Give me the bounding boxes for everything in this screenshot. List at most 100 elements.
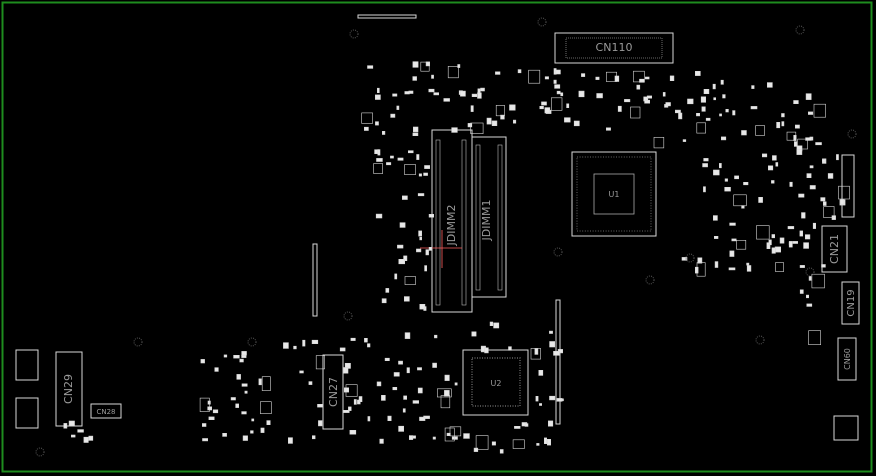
vertical-strip-left — [312, 243, 318, 317]
smd-part — [736, 240, 747, 250]
smd-part — [425, 249, 429, 256]
connector-cn21[interactable]: CN21 — [821, 225, 848, 273]
smd-part — [397, 244, 404, 249]
smd-part — [403, 255, 408, 261]
mounting-hole — [343, 311, 353, 321]
smd-part — [781, 121, 785, 127]
dimm-slot-jdimm1[interactable]: JDIMM1 — [471, 136, 507, 298]
smd-part — [381, 131, 386, 135]
pch-chip[interactable]: U2 — [462, 349, 529, 416]
smd-part — [432, 362, 437, 368]
smd-part — [798, 193, 805, 198]
smd-part — [444, 427, 455, 442]
connector-cn27[interactable]: CN27 — [322, 354, 344, 430]
smd-part — [261, 376, 271, 391]
smd-part — [729, 222, 736, 226]
smd-part — [343, 387, 349, 393]
smd-part — [703, 89, 710, 95]
connector-cn19[interactable]: CN19 — [841, 281, 860, 325]
smd-part — [544, 76, 549, 80]
smd-part — [475, 435, 489, 450]
smd-part — [311, 339, 319, 345]
smd-part — [674, 109, 681, 114]
mounting-hole — [537, 17, 547, 27]
smd-part — [534, 348, 539, 355]
smd-part — [696, 262, 706, 277]
smd-part — [373, 163, 384, 174]
smd-part — [578, 90, 585, 98]
smd-part — [669, 75, 675, 82]
smd-part — [236, 374, 241, 380]
smd-part — [543, 437, 547, 444]
smd-part — [384, 357, 390, 362]
smd-part — [377, 149, 381, 156]
smd-part — [447, 66, 459, 79]
smd-part — [725, 109, 729, 113]
connector-cn29[interactable]: CN29 — [55, 351, 83, 427]
smd-part — [805, 294, 809, 299]
mounting-hole — [247, 337, 257, 347]
smd-part — [799, 289, 804, 294]
smd-part — [734, 175, 739, 180]
smd-part — [794, 124, 800, 129]
smd-part — [376, 158, 383, 162]
smd-part — [444, 374, 450, 381]
smd-part — [809, 185, 816, 190]
smd-part — [712, 83, 716, 90]
smd-part — [258, 378, 262, 386]
smd-part — [446, 432, 451, 437]
smd-part — [449, 426, 462, 437]
smd-part — [797, 138, 808, 150]
smd-part — [381, 394, 386, 401]
smd-part — [443, 98, 450, 102]
connector-cn60[interactable]: CN60 — [837, 337, 857, 381]
smd-part — [787, 226, 795, 230]
smd-part — [821, 159, 826, 163]
smd-part — [454, 382, 458, 386]
smd-part — [207, 406, 212, 411]
smd-part — [299, 370, 304, 374]
smd-part — [646, 95, 653, 99]
smd-part — [418, 230, 423, 237]
smd-part — [793, 100, 799, 105]
mounting-hole — [755, 335, 765, 345]
smd-part — [779, 237, 785, 244]
smd-part — [528, 69, 541, 84]
smd-part — [381, 298, 387, 304]
smd-part — [302, 339, 306, 347]
smd-part — [767, 165, 774, 171]
smd-part — [222, 432, 227, 437]
smd-part — [514, 425, 521, 429]
smd-part — [703, 158, 709, 162]
smd-part — [722, 94, 726, 99]
smd-part — [681, 257, 688, 261]
smd-part — [394, 273, 398, 280]
smd-part — [792, 241, 799, 244]
smd-part — [509, 104, 516, 111]
smd-part — [374, 94, 381, 100]
smd-part — [251, 418, 255, 422]
smd-part — [840, 199, 845, 205]
smd-part — [235, 403, 239, 408]
smd-part — [386, 162, 392, 166]
smd-part — [554, 84, 561, 89]
smd-part — [379, 438, 384, 444]
smd-part — [815, 142, 822, 146]
smd-part — [241, 411, 247, 415]
smd-part — [214, 367, 219, 372]
smd-part — [724, 178, 728, 182]
smd-part — [241, 351, 247, 356]
smd-part — [349, 429, 357, 435]
mounting-hole — [349, 29, 359, 39]
smd-part — [83, 436, 89, 443]
smd-part — [743, 182, 749, 186]
connector-cn110[interactable]: CN110 — [554, 32, 674, 64]
smd-part — [805, 137, 812, 141]
smd-part — [353, 399, 357, 405]
dimm-slot-jdimm2[interactable]: JDIMM2 — [420, 129, 473, 313]
connector-cn28[interactable]: CN28 — [90, 403, 122, 419]
cpu-socket[interactable]: U1 — [571, 151, 657, 237]
smd-part — [318, 420, 323, 427]
